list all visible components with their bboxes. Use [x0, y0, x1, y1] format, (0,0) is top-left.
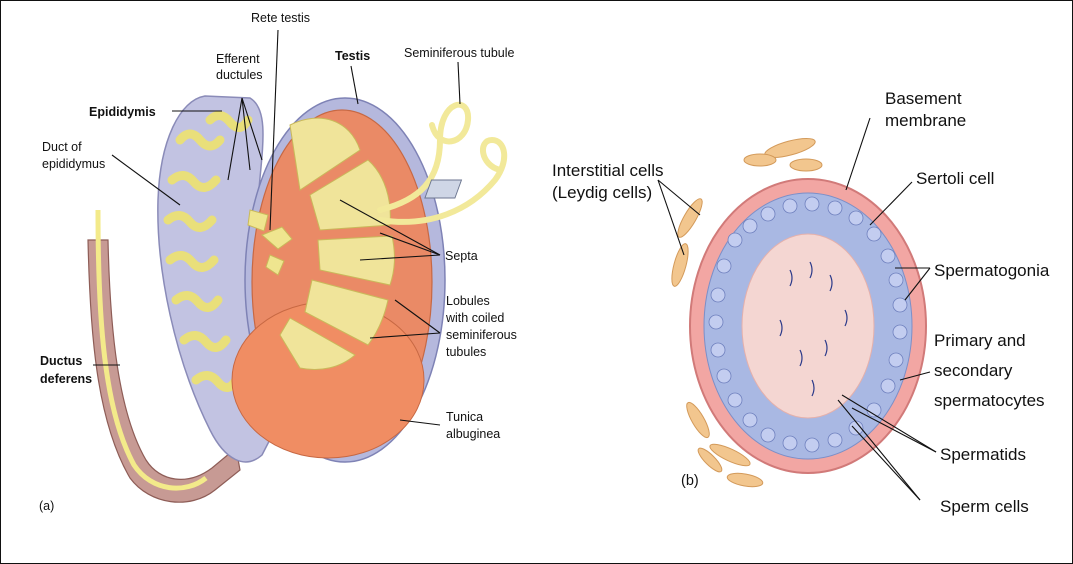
label-tunica-line2: albuginea [446, 427, 500, 441]
germ-cell [743, 413, 757, 427]
germ-cell [728, 233, 742, 247]
label-sertoli: Sertoli cell [916, 169, 994, 188]
germ-cell [881, 249, 895, 263]
testis-lower-surface [232, 302, 424, 458]
germ-cell [881, 379, 895, 393]
label-spermatocytes-line2: secondary [934, 361, 1013, 380]
germ-cell [805, 197, 819, 211]
panel-a-illustration [88, 96, 504, 502]
label-interstitial-line2: (Leydig cells) [552, 183, 652, 202]
germ-cell [805, 438, 819, 452]
label-rete-testis: Rete testis [251, 11, 310, 25]
label-ductus-line2: deferens [40, 372, 92, 386]
label-epididymis: Epididymis [89, 105, 156, 119]
germ-cell [717, 259, 731, 273]
label-lobules-line4: tubules [446, 345, 486, 359]
germ-cell [828, 201, 842, 215]
label-efferent-line1: Efferent [216, 52, 260, 66]
germ-cell [849, 211, 863, 225]
leydig-cell [674, 196, 706, 240]
label-seminiferous-tubule: Seminiferous tubule [404, 46, 515, 60]
germ-cell [828, 433, 842, 447]
label-duct-line2: epididymus [42, 157, 105, 171]
label-testis: Testis [335, 49, 370, 63]
germ-cell [889, 353, 903, 367]
label-tunica-line1: Tunica [446, 410, 483, 424]
germ-cell [889, 273, 903, 287]
leydig-cell [744, 154, 776, 166]
label-basement-line1: Basement [885, 89, 962, 108]
tubule-lumen [742, 234, 874, 418]
label-sperm-cells: Sperm cells [940, 497, 1029, 516]
label-spermatogonia: Spermatogonia [934, 261, 1050, 280]
panel-b-id: (b) [681, 473, 699, 489]
label-spermatids: Spermatids [940, 445, 1026, 464]
germ-cell [711, 343, 725, 357]
germ-cell [893, 325, 907, 339]
germ-cell [783, 199, 797, 213]
label-lobules-line1: Lobules [446, 294, 490, 308]
leydig-cell [669, 242, 692, 288]
label-duct-line1: Duct of [42, 140, 82, 154]
germ-cell [728, 393, 742, 407]
label-ductus-line1: Ductus [40, 354, 82, 368]
tubule-cut-plane [425, 180, 462, 198]
label-lobules-line3: seminiferous [446, 328, 517, 342]
germ-cell [783, 436, 797, 450]
germ-cell [867, 227, 881, 241]
leydig-cell [790, 159, 822, 171]
label-efferent-line2: ductules [216, 68, 263, 82]
label-interstitial-line1: Interstitial cells [552, 161, 663, 180]
label-basement-line2: membrane [885, 111, 966, 130]
germ-cell [711, 288, 725, 302]
germ-cell [717, 369, 731, 383]
panel-a-id: (a) [39, 499, 54, 513]
germ-cell [761, 207, 775, 221]
label-spermatocytes-line1: Primary and [934, 331, 1026, 350]
germ-cell [893, 298, 907, 312]
panel-b-illustration [669, 135, 926, 490]
label-septa: Septa [445, 249, 478, 263]
germ-cell [743, 219, 757, 233]
germ-cell [709, 315, 723, 329]
germ-cell [761, 428, 775, 442]
leydig-cell [726, 471, 764, 489]
label-lobules-line2: with coiled [445, 311, 504, 325]
label-spermatocytes-line3: spermatocytes [934, 391, 1045, 410]
